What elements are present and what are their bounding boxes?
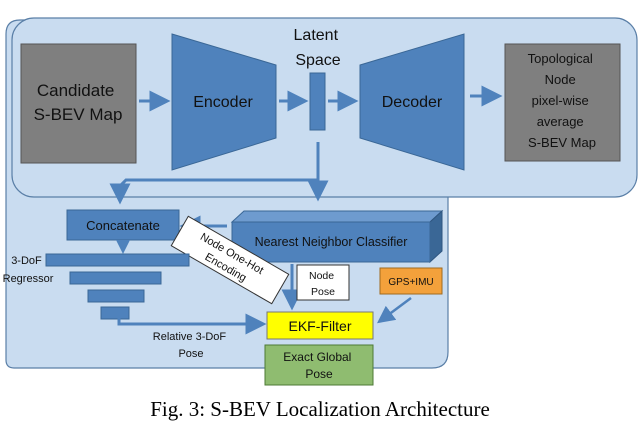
decoder-label: Decoder: [382, 94, 443, 111]
exact-global-pose-label: Exact Global Pose: [283, 350, 354, 381]
encoder-label: Encoder: [193, 94, 253, 111]
node-pose-label: Node Pose: [309, 270, 337, 298]
figure-caption: Fig. 3: S-BEV Localization Architecture: [150, 397, 490, 421]
decoder-trapezoid: [359, 33, 465, 171]
ekf-filter-label: EKF-Filter: [289, 318, 352, 334]
concatenate-label: Concatenate: [86, 218, 160, 233]
nn-box-top: [230, 210, 444, 223]
concatenate-box: [66, 209, 180, 241]
arrow-gps-to-ekf: [376, 296, 412, 324]
candidate-map-label: Candidate S-BEV Map: [34, 81, 123, 124]
topological-output-label: Topological Node pixel-wise average S-BE…: [528, 51, 597, 150]
candidate-map-box: [20, 43, 137, 164]
regressor-bar-3: [87, 289, 145, 303]
regressor-bar-2: [69, 271, 162, 285]
latent-space-bar: [309, 72, 326, 131]
arrow-regressor-to-ekf: [117, 311, 267, 335]
topological-output-box: [504, 43, 621, 162]
regressor-bar-4: [100, 306, 130, 320]
latent-space-label: Latent Space: [294, 27, 343, 69]
latent-to-concatenate-connector: [109, 142, 320, 205]
node-pose-box: [296, 264, 350, 301]
regressor-bar-1: [45, 253, 190, 267]
encoder-trapezoid: [171, 33, 277, 171]
relative-pose-label: Relative 3-DoF Pose: [153, 331, 229, 360]
ekf-filter-box: [266, 311, 374, 340]
nn-box-front: [231, 221, 431, 263]
nn-label: Nearest Neighbor Classifier: [255, 235, 408, 249]
regressor-label: 3-DoF Regressor: [3, 255, 54, 285]
gps-imu-label: GPS+IMU: [388, 277, 433, 288]
exact-global-pose-box: [264, 344, 374, 386]
gps-imu-box: [379, 267, 443, 295]
